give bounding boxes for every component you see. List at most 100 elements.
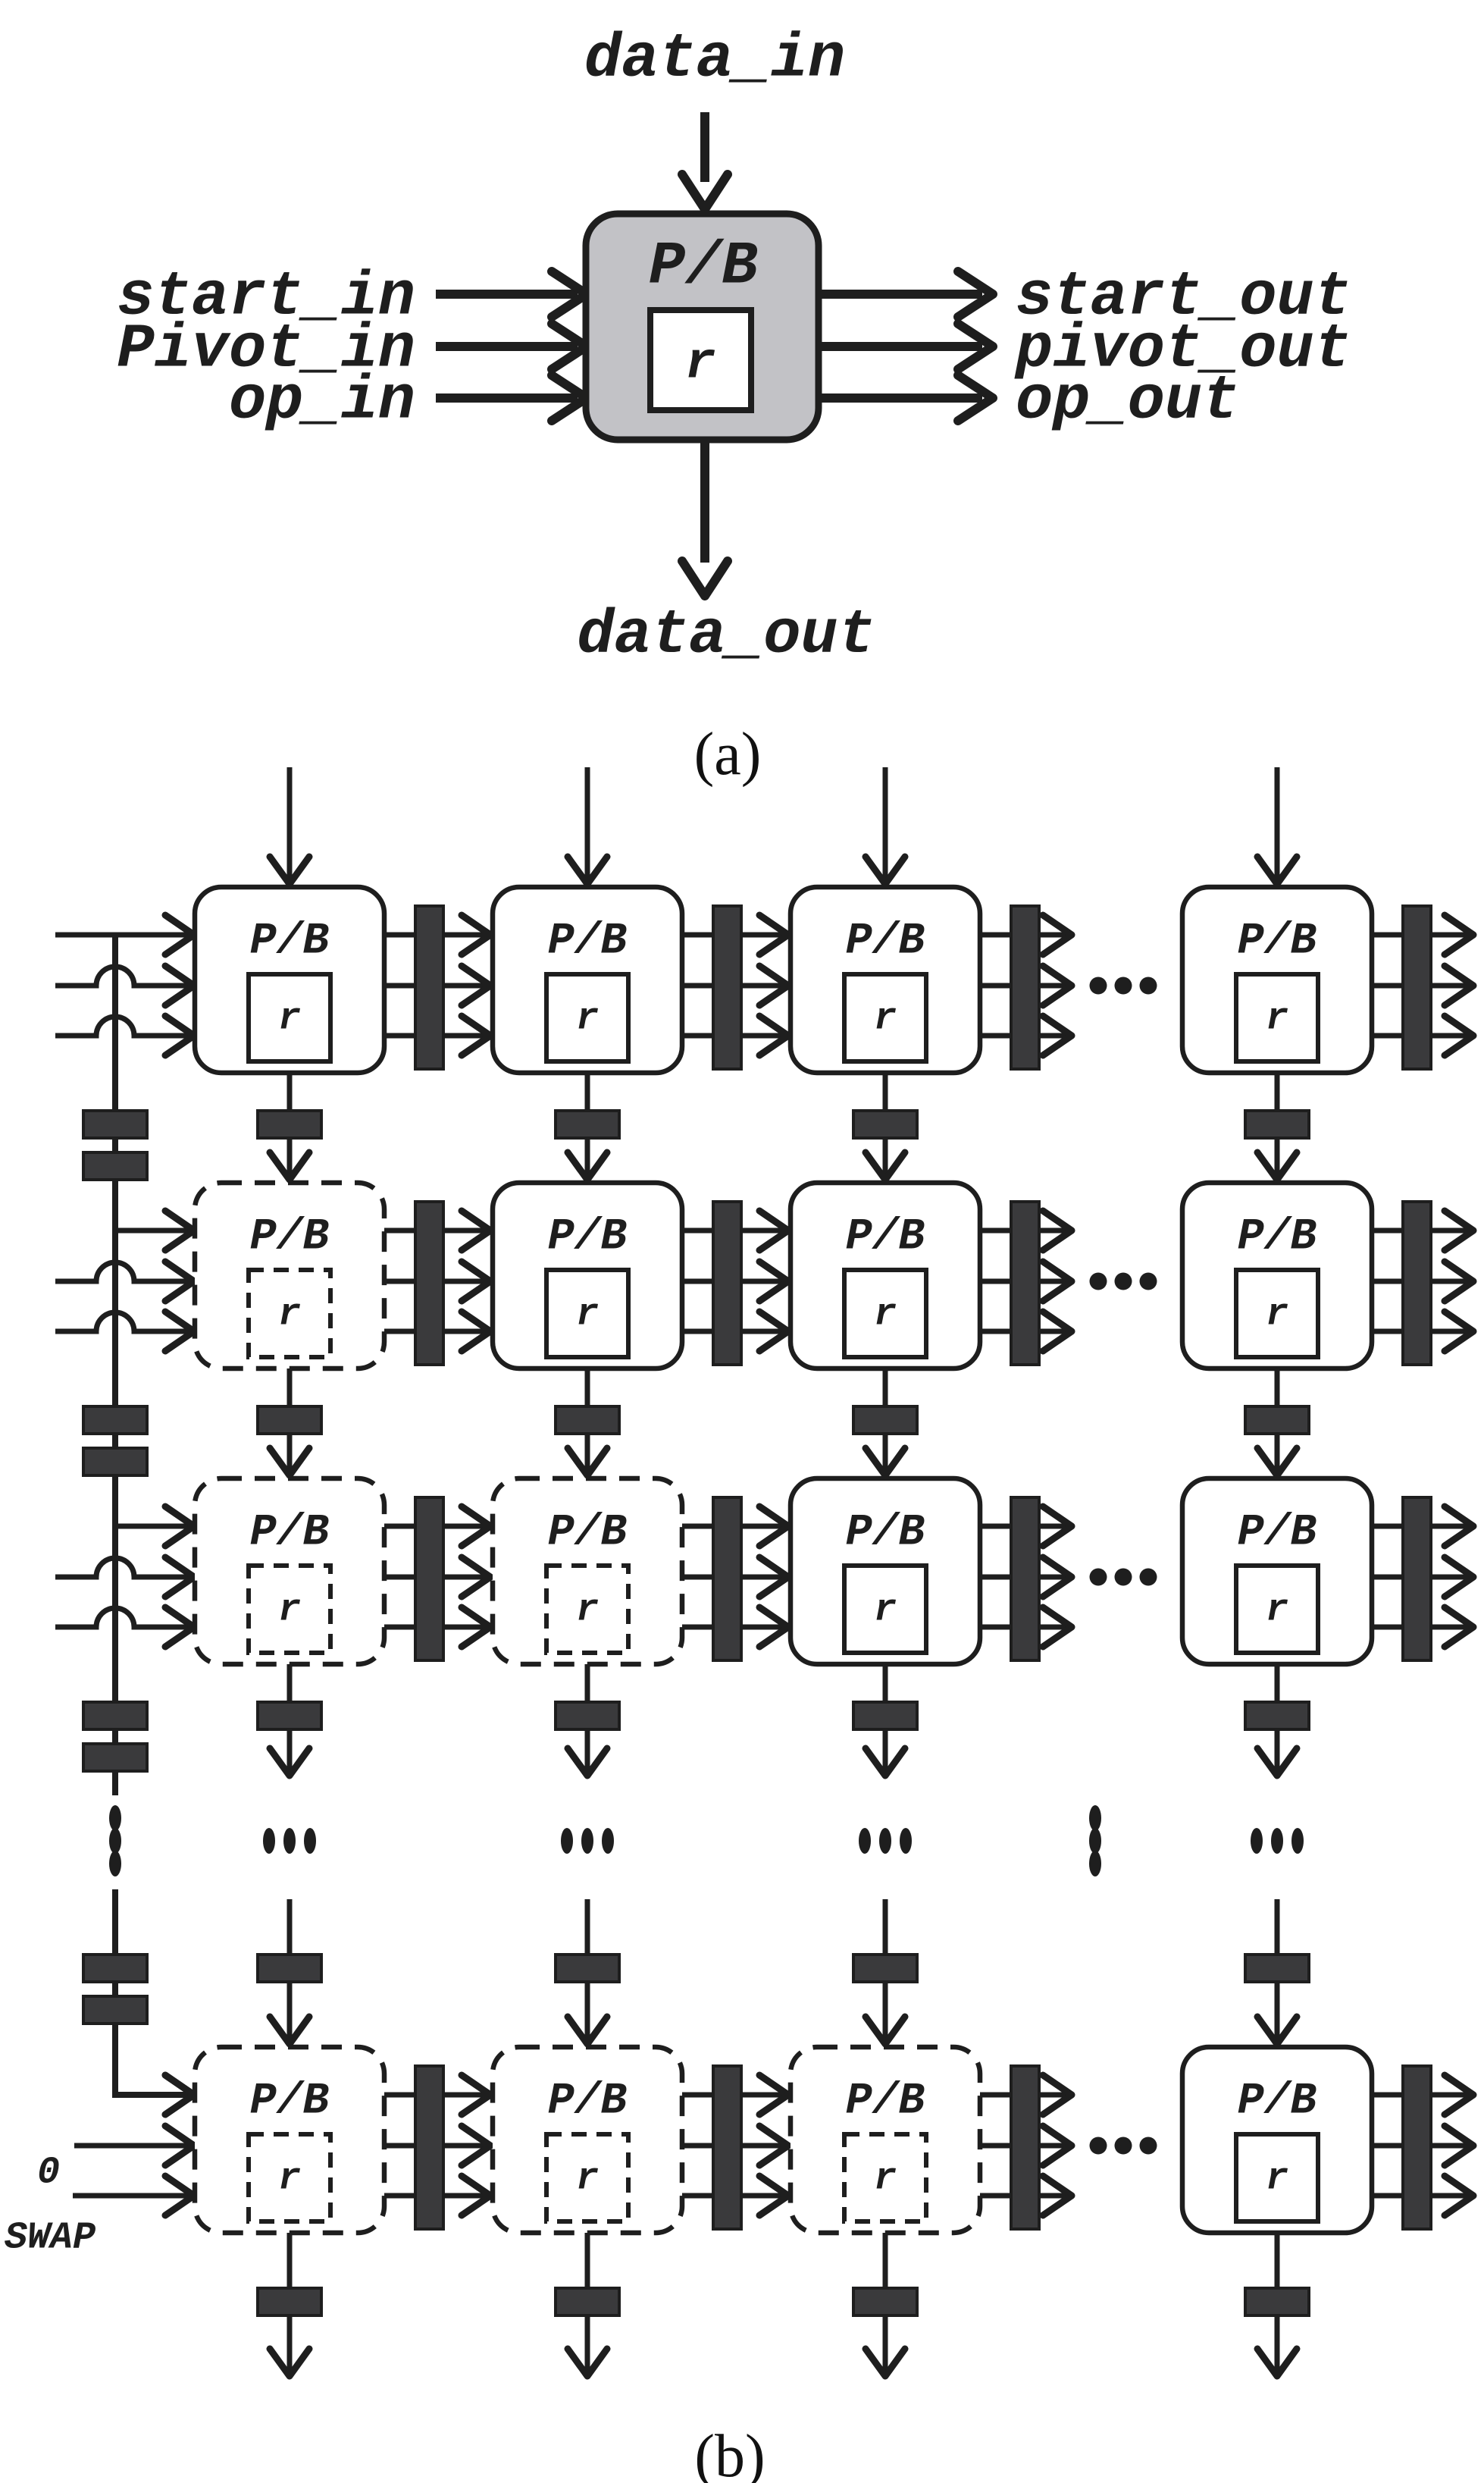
arrow-down-icon bbox=[1254, 2345, 1301, 2380]
ellipsis-dots bbox=[1114, 1568, 1132, 1586]
horizontal-ellipsis-dots bbox=[1271, 1828, 1283, 1854]
register-label: r bbox=[576, 1589, 599, 1632]
horizontal-ellipsis-dots bbox=[859, 1828, 871, 1854]
ellipsis-dots bbox=[1139, 2137, 1157, 2155]
pe-label: P/B bbox=[548, 2077, 628, 2127]
pe-label: P/B bbox=[846, 2077, 925, 2127]
pb-cell-r3-c0: P/Br bbox=[192, 2044, 387, 2236]
arrow-down-icon bbox=[266, 853, 313, 888]
ellipsis-dots bbox=[1089, 1272, 1107, 1290]
pipeline-latch bbox=[1244, 1109, 1310, 1140]
arrow-down-icon bbox=[564, 2013, 611, 2048]
pe-label: P/B bbox=[548, 1213, 628, 1262]
pe-label: P/B bbox=[846, 1509, 925, 1558]
skew-buffer-bar bbox=[414, 1200, 445, 1366]
row-input-wire-hop bbox=[55, 964, 189, 989]
arrow-down-icon bbox=[266, 2345, 313, 2380]
pe-label: P/B bbox=[1238, 2077, 1317, 2127]
register-box bbox=[544, 1563, 631, 1655]
skew-buffer-bar bbox=[712, 1496, 743, 1662]
arrow-right-icon bbox=[1039, 1604, 1075, 1651]
skew-buffer-bar bbox=[712, 904, 743, 1071]
arrow-right-icon bbox=[1039, 2172, 1075, 2219]
arrow-down-icon bbox=[564, 2345, 611, 2380]
row-input-wire-hop bbox=[55, 1605, 189, 1630]
ellipsis-dots bbox=[1139, 977, 1157, 995]
pipeline-latch bbox=[852, 2287, 919, 2317]
row-input-wire-hop bbox=[55, 1309, 189, 1334]
vertical-ellipsis-dots bbox=[109, 1851, 121, 1876]
arrow-right-icon bbox=[1441, 2172, 1477, 2219]
row-input-wire-hop bbox=[55, 1259, 189, 1284]
arrow-right-icon bbox=[1441, 1308, 1477, 1355]
arrow-down-icon bbox=[678, 170, 732, 214]
pipeline-latch bbox=[82, 1995, 149, 2025]
ellipsis-dots bbox=[1089, 977, 1107, 995]
pe-label: P/B bbox=[250, 917, 330, 967]
skew-buffer-bar bbox=[1401, 904, 1432, 1071]
register-box bbox=[842, 1563, 928, 1655]
panel-b-caption: (b) bbox=[694, 2423, 765, 2483]
pe-label: P/B bbox=[250, 1213, 330, 1262]
skew-buffer-bar bbox=[712, 1200, 743, 1366]
horizontal-ellipsis-dots bbox=[879, 1828, 891, 1854]
arrow-right-icon bbox=[1039, 911, 1075, 958]
ellipsis-dots bbox=[1089, 2137, 1107, 2155]
register-label: r bbox=[1266, 2158, 1288, 2201]
register-label: r bbox=[1266, 1589, 1288, 1632]
arrow-down-icon bbox=[266, 1745, 313, 1779]
arrow-down-icon bbox=[678, 556, 732, 600]
register-label: r bbox=[874, 998, 897, 1041]
ellipsis-dots bbox=[1114, 2137, 1132, 2155]
register-box bbox=[1234, 2132, 1320, 2224]
arrow-down-icon bbox=[862, 853, 909, 888]
register-label: r bbox=[278, 1589, 301, 1632]
skew-buffer-bar bbox=[1010, 2064, 1041, 2231]
ellipsis-dots bbox=[1139, 1568, 1157, 1586]
pb-cell-r1-c1: P/Br bbox=[490, 1180, 685, 1372]
arrow-right-icon bbox=[458, 1553, 494, 1600]
register-label: r bbox=[278, 998, 301, 1041]
skew-buffer-bar bbox=[414, 904, 445, 1071]
arrow-right-icon bbox=[1039, 1308, 1075, 1355]
arrow-right-icon bbox=[161, 1553, 198, 1600]
vertical-ellipsis-dots bbox=[109, 1805, 121, 1831]
arrow-down-icon bbox=[1254, 1745, 1301, 1779]
pb-cell-r2-c2: P/Br bbox=[787, 1475, 983, 1667]
pipeline-latch bbox=[554, 2287, 621, 2317]
row-input-wire-hop bbox=[55, 1014, 189, 1039]
pb-cell-r0-c1: P/B r bbox=[490, 884, 685, 1076]
skew-buffer-bar bbox=[1401, 1200, 1432, 1366]
pipeline-latch bbox=[256, 1953, 323, 1983]
start-out-label: start_out bbox=[1016, 262, 1351, 333]
horizontal-ellipsis-dots bbox=[561, 1828, 573, 1854]
register-label: r bbox=[685, 335, 716, 393]
pb-cell-r2-c1: P/Br bbox=[490, 1475, 685, 1667]
skew-buffer-bar bbox=[1010, 904, 1041, 1071]
pb-cell-r0-c0: P/B r bbox=[192, 884, 387, 1076]
pipeline-latch bbox=[554, 1109, 621, 1140]
vertical-ellipsis-dots bbox=[1089, 1828, 1101, 1854]
arrow-right-icon bbox=[1039, 962, 1075, 1009]
skew-buffer-bar bbox=[712, 2064, 743, 2231]
pipeline-latch bbox=[554, 1701, 621, 1731]
arrow-right-icon bbox=[1039, 1012, 1075, 1059]
pe-label: P/B bbox=[649, 233, 758, 302]
horizontal-ellipsis-dots bbox=[581, 1828, 593, 1854]
pipeline-latch bbox=[256, 1701, 323, 1731]
horizontal-ellipsis-dots bbox=[283, 1828, 296, 1854]
swap-input-label: SWAP bbox=[5, 2217, 95, 2260]
arrow-down-icon bbox=[862, 1745, 909, 1779]
pipeline-latch bbox=[256, 1405, 323, 1435]
pipeline-latch bbox=[82, 1405, 149, 1435]
pe-label: P/B bbox=[1238, 917, 1317, 967]
pipeline-latch bbox=[852, 1109, 919, 1140]
arrow-right-icon bbox=[1441, 2071, 1477, 2118]
register-box bbox=[842, 1268, 928, 1359]
pe-label: P/B bbox=[250, 1509, 330, 1558]
register-label: r bbox=[576, 998, 599, 1041]
vertical-ellipsis-dots bbox=[1089, 1851, 1101, 1876]
pe-label: P/B bbox=[548, 917, 628, 967]
horizontal-ellipsis-dots bbox=[304, 1828, 316, 1854]
